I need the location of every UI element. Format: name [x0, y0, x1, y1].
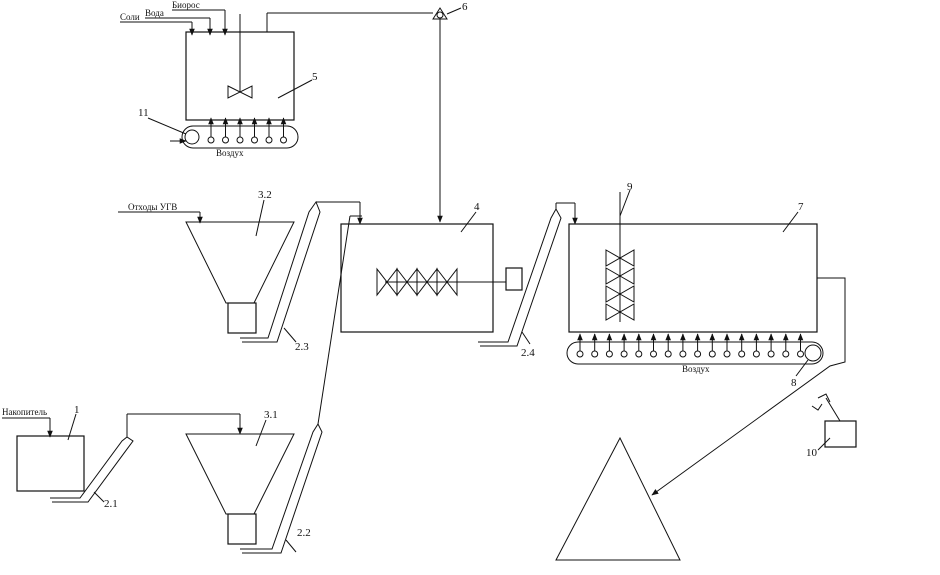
air-nozzle-arrow	[620, 333, 628, 358]
label-2-3: 2.3	[295, 341, 309, 353]
label-2-4: 2.4	[521, 347, 535, 359]
air-nozzle-arrow	[664, 333, 672, 358]
label-11: 11	[138, 107, 149, 119]
air-nozzle-arrow	[694, 333, 702, 358]
input-label-biopreparation: Биорос	[172, 0, 200, 10]
conveyor-2-4	[478, 202, 578, 347]
air-nozzle-arrow	[591, 333, 599, 358]
air-nozzle-arrow	[236, 117, 244, 144]
hopper-3-2	[118, 211, 295, 334]
input-label-coal-waste: Отходы УГВ	[128, 202, 177, 212]
label-7: 7	[798, 201, 804, 213]
air-nozzle-arrow	[797, 333, 804, 358]
air-nozzle-arrow	[738, 333, 746, 358]
air-label-dryer: Воздух	[682, 364, 710, 374]
pump-6	[266, 7, 448, 223]
bioreactor-tank-5	[185, 14, 295, 121]
agitator-blade	[605, 267, 635, 285]
agitator-blade	[605, 303, 635, 321]
label-6: 6	[462, 1, 468, 13]
air-nozzle-arrow	[752, 333, 760, 358]
air-label-tank: Воздух	[216, 148, 244, 158]
conveyor-2-1	[50, 413, 243, 503]
input-label-salts: Соли	[120, 12, 140, 22]
air-nozzle-arrow	[635, 333, 643, 358]
agitator-blade	[605, 285, 635, 303]
label-8: 8	[791, 377, 797, 389]
label-3-1: 3.1	[264, 409, 278, 421]
label-4: 4	[474, 201, 480, 213]
input-label-water: Вода	[145, 8, 164, 18]
conveyor-2-2	[240, 215, 362, 554]
air-nozzle-arrow	[708, 333, 716, 358]
label-2-1: 2.1	[104, 498, 118, 510]
air-nozzle-arrow	[207, 117, 215, 144]
air-nozzle-arrow	[767, 333, 775, 358]
air-nozzle-arrow	[576, 333, 584, 358]
air-nozzle-arrow	[650, 333, 657, 358]
label-9: 9	[627, 181, 633, 193]
input-label-accumulator: Накопитель	[2, 407, 47, 417]
air-nozzle-arrow	[679, 333, 687, 358]
label-10: 10	[806, 447, 818, 459]
dryer-aeration-belt-8	[566, 333, 824, 365]
agitator-blade	[605, 249, 635, 267]
accumulator-1	[2, 417, 85, 492]
mixer-4	[340, 223, 523, 333]
label-2-2: 2.2	[297, 527, 311, 539]
tank-aeration-belt	[170, 117, 299, 149]
air-nozzle-arrow	[723, 333, 731, 358]
number-leaders	[67, 7, 831, 451]
air-nozzle-arrow	[222, 117, 229, 144]
air-nozzle-arrow	[782, 333, 790, 358]
dryer-7	[568, 192, 846, 496]
product-pile	[555, 436, 681, 561]
air-nozzle-arrow	[265, 117, 273, 144]
air-nozzle-arrow	[251, 117, 258, 144]
label-5: 5	[312, 71, 318, 83]
air-nozzle-arrow	[280, 117, 287, 144]
cyclone-10	[811, 393, 857, 448]
label-1: 1	[74, 404, 80, 416]
hopper-3-1	[185, 433, 295, 545]
agitator-blade	[436, 267, 458, 297]
tank-5-input-arrows	[120, 9, 228, 36]
air-nozzle-arrow	[605, 333, 613, 358]
conveyor-2-3	[240, 200, 363, 343]
label-3-2: 3.2	[258, 189, 272, 201]
